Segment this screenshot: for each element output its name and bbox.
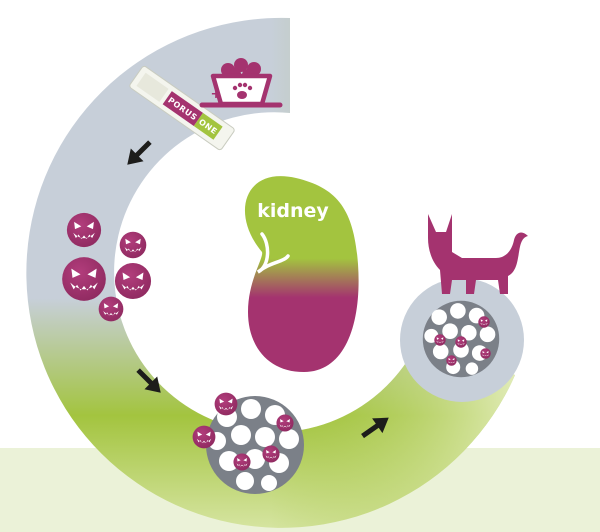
toxin-face-icon (276, 414, 294, 432)
toxin-face-icon (446, 355, 457, 366)
toxin-face-icon (114, 262, 152, 300)
toxin-face-icon (434, 334, 446, 346)
arrow-icon (136, 368, 161, 393)
food-bowl-icon (199, 58, 283, 108)
arrow-icon (127, 140, 152, 165)
cat-icon (428, 214, 528, 294)
kidney-icon: kidney (244, 176, 359, 372)
toxin-face-icon (66, 212, 102, 248)
paw-icon (232, 82, 253, 99)
toxin-face-icon (62, 257, 106, 301)
toxin-face-icon (480, 348, 491, 359)
toxin-face-icon (119, 231, 147, 259)
arrow-icon (361, 417, 389, 439)
toxin-face-icon (98, 296, 124, 322)
toxin-face-icon (262, 445, 280, 463)
toxin-face-icon (192, 425, 216, 449)
adsorber-particle-icon (422, 300, 500, 378)
toxin-face-icon (478, 316, 490, 328)
toxin-face-icon (214, 392, 238, 416)
toxin-face-icon (233, 453, 251, 471)
toxin-face-icon (455, 336, 467, 348)
kidney-label: kidney (257, 200, 329, 222)
